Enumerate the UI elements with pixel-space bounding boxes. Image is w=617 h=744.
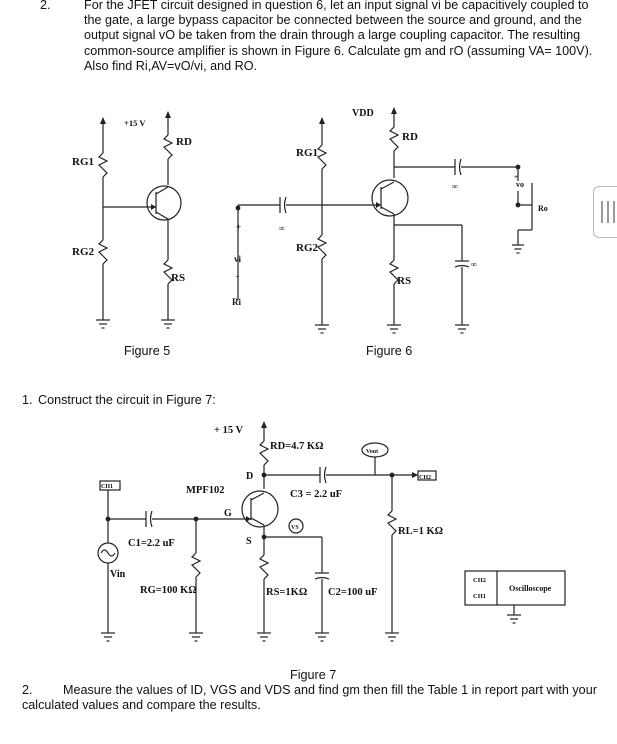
section-heading: Construct the circuit in Figure 7: [38, 393, 216, 407]
fig6-rg2-label: RG2 [296, 242, 319, 254]
scope-label: Oscilloscope [509, 584, 552, 593]
fig7-ch1-box-label: CH1 [101, 484, 113, 490]
fig6-inf-cout: ∞ [452, 182, 458, 191]
fig6-vi-label: vi [234, 254, 242, 264]
question-text: For the JFET circuit designed in questio… [84, 0, 593, 73]
fig5-rs-label: RS [171, 272, 185, 284]
fig7-rd-label: RD=4.7 KΩ [270, 441, 323, 452]
fig7-c3-label: C3 = 2.2 uF [290, 489, 342, 500]
fig7-vout-label: Vout [366, 449, 378, 455]
fig6-vo-label: vo [516, 180, 524, 189]
fig6-vi-minus: - [236, 271, 239, 281]
fig7-vs-label: VS [291, 525, 299, 531]
fig5-rg2-label: RG2 [72, 246, 95, 258]
fig7-rl-label: RL=1 KΩ [398, 526, 443, 537]
fig5-rd-label: RD [176, 136, 192, 148]
fig6-ro-label: Ro [538, 204, 548, 213]
fig7-rs-label: RS=1KΩ [266, 587, 307, 598]
figure-5-6-diagram: +15 V RG1 RG2 RD RS VDD RG1 RG2 RD RS vi… [72, 107, 548, 334]
fig6-rd-label: RD [402, 131, 418, 143]
fig7-supply-label: + 15 V [214, 425, 244, 436]
fig5-rg1-label: RG1 [72, 156, 94, 168]
fig6-rg1-label: RG1 [296, 147, 318, 159]
fig6-rs-label: RS [397, 275, 411, 287]
fig6-inf-cin: ∞ [279, 224, 285, 233]
fig7-rg-label: RG=100 KΩ [140, 585, 197, 596]
fig7-c2-label: C2=100 uF [328, 587, 377, 598]
scope-ch1-label: CH1 [473, 593, 486, 600]
item-text: Measure the values of ID, VGS and VDS an… [22, 683, 597, 713]
question-number: 2. [40, 0, 51, 12]
item-number: 2. [22, 683, 33, 697]
fig7-s-label: S [246, 536, 252, 547]
fig7-d-label: D [246, 471, 253, 482]
figure-7-caption: Figure 7 [290, 668, 337, 682]
fig6-ri-label: Ri [232, 297, 241, 307]
figure-6-caption: Figure 6 [366, 344, 413, 358]
fig7-transistor-label: MPF102 [186, 485, 225, 496]
fig7-ch2-box-label: CH2 [419, 475, 431, 481]
fig7-g-label: G [224, 508, 232, 519]
fig6-vi-plus: + [236, 222, 241, 232]
side-scroll-handle[interactable] [593, 186, 617, 238]
fig6-vdd-label: VDD [352, 108, 374, 119]
fig6-vo-plus: + [514, 173, 518, 181]
fig5-supply-label: +15 V [124, 118, 146, 128]
figure-7-diagram: + 15 V RD=4.7 KΩ Vout CH2 C3 = 2.2 uF D … [97, 421, 566, 642]
figure-5-caption: Figure 5 [124, 344, 171, 358]
scope-ch2-label: CH2 [473, 577, 486, 584]
fig7-vin-label: Vin [110, 569, 126, 580]
fig6-inf-cs: ∞ [471, 260, 477, 269]
section-number: 1. [22, 393, 33, 407]
fig7-c1-label: C1=2.2 uF [128, 538, 175, 549]
